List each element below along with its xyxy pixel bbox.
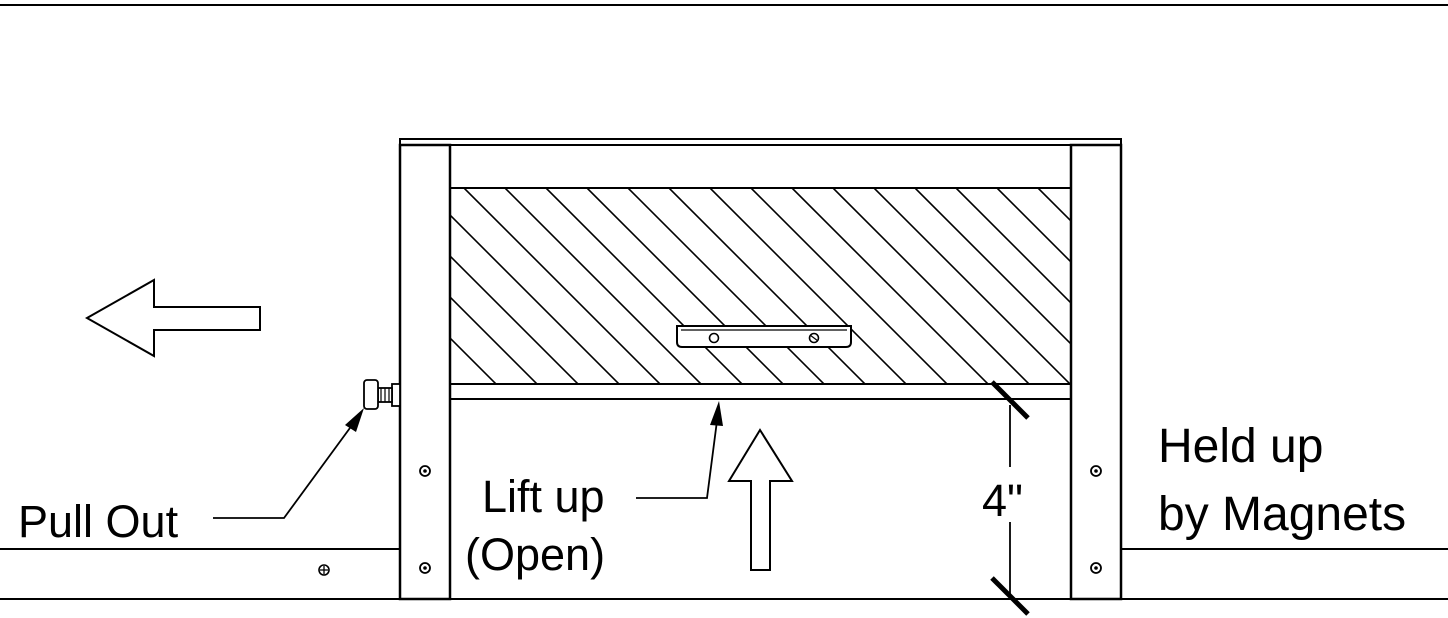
- pull-knob: [363, 379, 401, 410]
- lid-handle: [676, 325, 852, 348]
- lift-direction-arrow-icon: [727, 428, 794, 571]
- hatch-line: [791, 188, 989, 384]
- held-up-label: Held up: [1158, 420, 1323, 473]
- hatch-line: [586, 188, 784, 384]
- hatch-line: [955, 188, 1071, 305]
- screw-icon: [1090, 562, 1102, 574]
- hatch-line: [450, 295, 538, 384]
- pull-out-label: Pull Out: [18, 496, 179, 547]
- hatch-line: [750, 188, 948, 384]
- frame-left-post: [398, 143, 452, 601]
- hatch-line: [996, 188, 1071, 264]
- hatch-line: [627, 188, 825, 384]
- hatch-line: [1079, 188, 1275, 384]
- hatch-line: [450, 336, 497, 384]
- frame-right-post: [1069, 143, 1123, 601]
- hatch-line: [450, 213, 620, 384]
- hatch-line: [463, 188, 661, 384]
- pull-out-leader: [213, 408, 364, 519]
- hatch-line: [914, 188, 1071, 346]
- hatched-lid: [449, 187, 1316, 385]
- hatch-line: [873, 188, 1071, 384]
- hatch-line: [668, 188, 866, 384]
- hatch-line: [450, 254, 579, 384]
- open-label: (Open): [465, 529, 605, 580]
- screw-icon: [419, 562, 431, 574]
- lift-up-label: Lift up: [482, 471, 605, 522]
- lift-up-leader: [636, 401, 723, 499]
- by-magnets-label: by Magnets: [1158, 488, 1406, 541]
- dimension-label: 4": [982, 475, 1023, 526]
- hatch-line: [504, 188, 702, 384]
- dimension-line: [990, 380, 1030, 616]
- hatch-line: [545, 188, 743, 384]
- base-rail-left: [0, 548, 400, 600]
- base-rail-right: [1121, 548, 1448, 600]
- hatch-line: [709, 188, 907, 384]
- hatch-line: [1120, 188, 1316, 384]
- hatch-line: [832, 188, 1030, 384]
- frame-top-rail: [399, 138, 1122, 146]
- screw-icon: [1090, 465, 1102, 477]
- screw-icon: [419, 465, 431, 477]
- hatch-line: [1037, 188, 1071, 223]
- pull-direction-arrow-icon: [84, 278, 261, 358]
- rail-screw-icon: [318, 564, 330, 576]
- lid-lower-lip: [449, 383, 1072, 400]
